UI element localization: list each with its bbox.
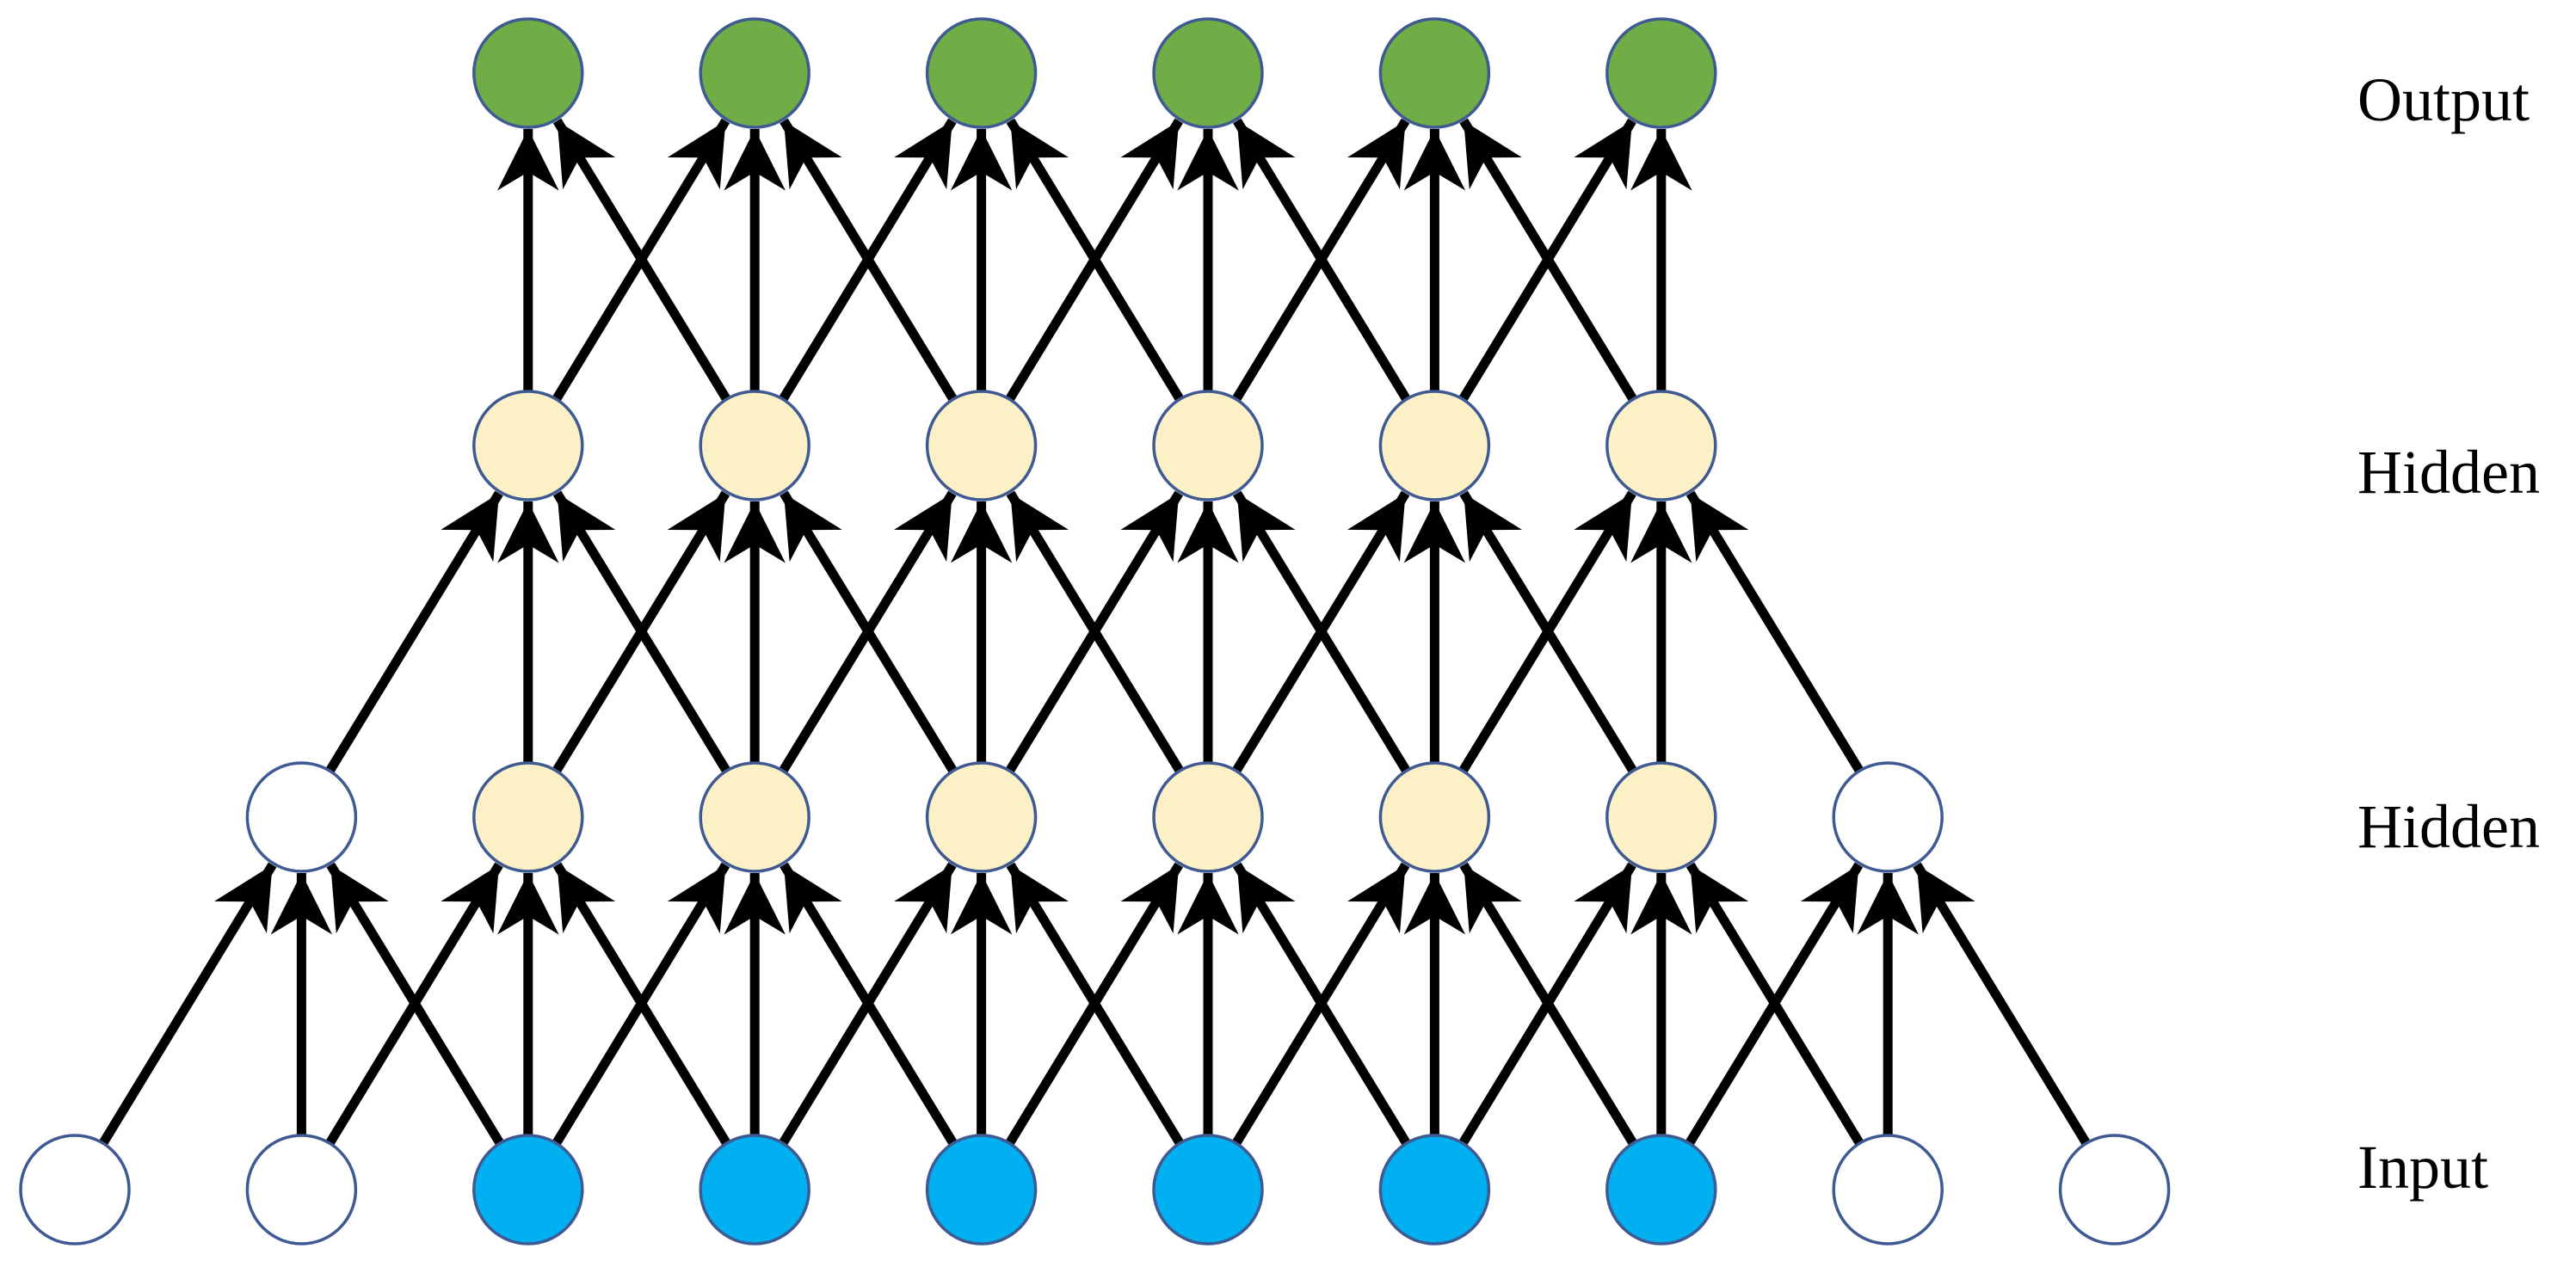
hidden-bottom-layer-label: Hidden [2357,792,2540,861]
hidden-node [1378,390,1491,501]
connection-arrow [1231,862,1410,1147]
hidden-node [1152,390,1264,501]
connection-arrow [1231,490,1410,775]
output-node [925,17,1038,129]
input-node [925,1134,1038,1245]
output-node [1152,17,1264,129]
output-layer-label: Output [2357,65,2530,134]
connection-arrow [1457,862,1636,1147]
input-node [472,1134,584,1245]
neuron-nodes [19,17,2171,1245]
output-node [1378,17,1491,129]
padding-node [2058,1134,2171,1245]
hidden-node [1605,390,1717,501]
connection-arrow [778,118,957,403]
connection-arrow [324,490,503,775]
hidden-top-layer-label: Hidden [2357,438,2540,507]
hidden-node [472,390,584,501]
output-node [472,17,584,129]
hidden-node [472,761,584,873]
connection-arrow [1004,862,1183,1147]
connection-arrow [1231,118,1410,403]
padding-node [245,1134,358,1245]
hidden-node [1152,761,1264,873]
connection-arrow [551,862,730,1147]
connection-arrow [1457,490,1636,775]
connection-arrow [778,862,957,1147]
input-layer-label: Input [2357,1133,2488,1202]
connection-arrow [551,490,730,775]
output-node [699,17,810,129]
connection-arrow [324,862,503,1147]
output-node [1605,17,1717,129]
connection-arrow [778,490,957,775]
connection-arrow [551,118,730,403]
padding-node [1832,1134,1944,1245]
connection-arrows [98,118,2092,1147]
input-node [1152,1134,1264,1245]
padding-node [19,1134,131,1245]
hidden-node [1378,761,1491,873]
connection-arrow [98,862,277,1147]
hidden-node [1605,761,1717,873]
hidden-node [699,761,810,873]
connection-arrow [1685,490,1865,775]
input-node [1378,1134,1491,1245]
connection-arrow [1004,490,1183,775]
input-node [699,1134,810,1245]
connection-arrow [1004,118,1183,403]
input-node [1605,1134,1717,1245]
connection-arrow [1684,862,1864,1147]
hidden-node [925,390,1038,501]
hidden-node [925,761,1038,873]
connection-arrow [1913,862,2092,1147]
padding-node [1832,761,1944,873]
padding-node [245,761,358,873]
connection-arrow [1457,118,1636,403]
layer-labels: Output Hidden Hidden Input [2357,65,2540,1202]
hidden-node [699,390,810,501]
